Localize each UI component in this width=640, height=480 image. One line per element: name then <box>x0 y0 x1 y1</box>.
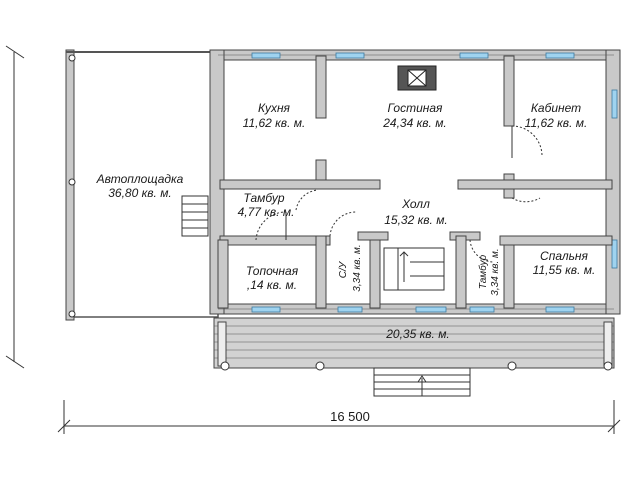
room-name-hall: Холл <box>401 197 430 211</box>
left-dimension-line <box>5 45 25 369</box>
room-name-kitchen: Кухня <box>258 101 291 115</box>
room-name-wc: С/У <box>338 260 349 278</box>
bottom-dimension-line <box>57 400 621 434</box>
carport <box>65 49 219 321</box>
room-area-hall: 15,32 кв. м. <box>384 213 448 227</box>
room-area-wc: 3,34 кв. м. <box>352 244 363 291</box>
width-dimension-label: 16 500 <box>330 409 370 424</box>
room-area-boiler: ,14 кв. м. <box>247 278 297 292</box>
room-area-living: 24,34 кв. м. <box>382 116 447 130</box>
room-name-boiler: Топочная <box>246 264 299 278</box>
room-area-office: 11,62 кв. м. <box>525 116 588 130</box>
room-area-carport: 36,80 кв. м. <box>108 186 172 200</box>
terrace <box>213 317 615 371</box>
room-name-living: Гостиная <box>388 101 443 115</box>
room-name-carport: Автоплощадка <box>96 172 184 186</box>
room-area-kitchen: 11,62 кв. м. <box>243 116 306 130</box>
interior-stair <box>383 247 445 291</box>
room-name-bedroom: Спальня <box>540 249 588 263</box>
interior-walls <box>217 55 613 309</box>
terrace-area: 20,35 кв. м. <box>385 327 450 341</box>
room-name-office: Кабинет <box>531 101 581 115</box>
room-name-vestibule-left: Тамбур <box>243 191 284 205</box>
fireplace <box>397 65 437 91</box>
doors <box>255 125 543 263</box>
entrance-steps <box>373 367 471 397</box>
room-area-vestibule-left: 4,77 кв. м. <box>238 205 295 219</box>
room-area-bedroom: 11,55 кв. м. <box>533 263 596 277</box>
room-area-vestibule-right: 3,34 кв. м. <box>490 248 501 295</box>
windows <box>251 52 618 313</box>
room-name-vestibule-right: Тамбур <box>477 254 489 289</box>
side-stairs <box>181 195 209 237</box>
